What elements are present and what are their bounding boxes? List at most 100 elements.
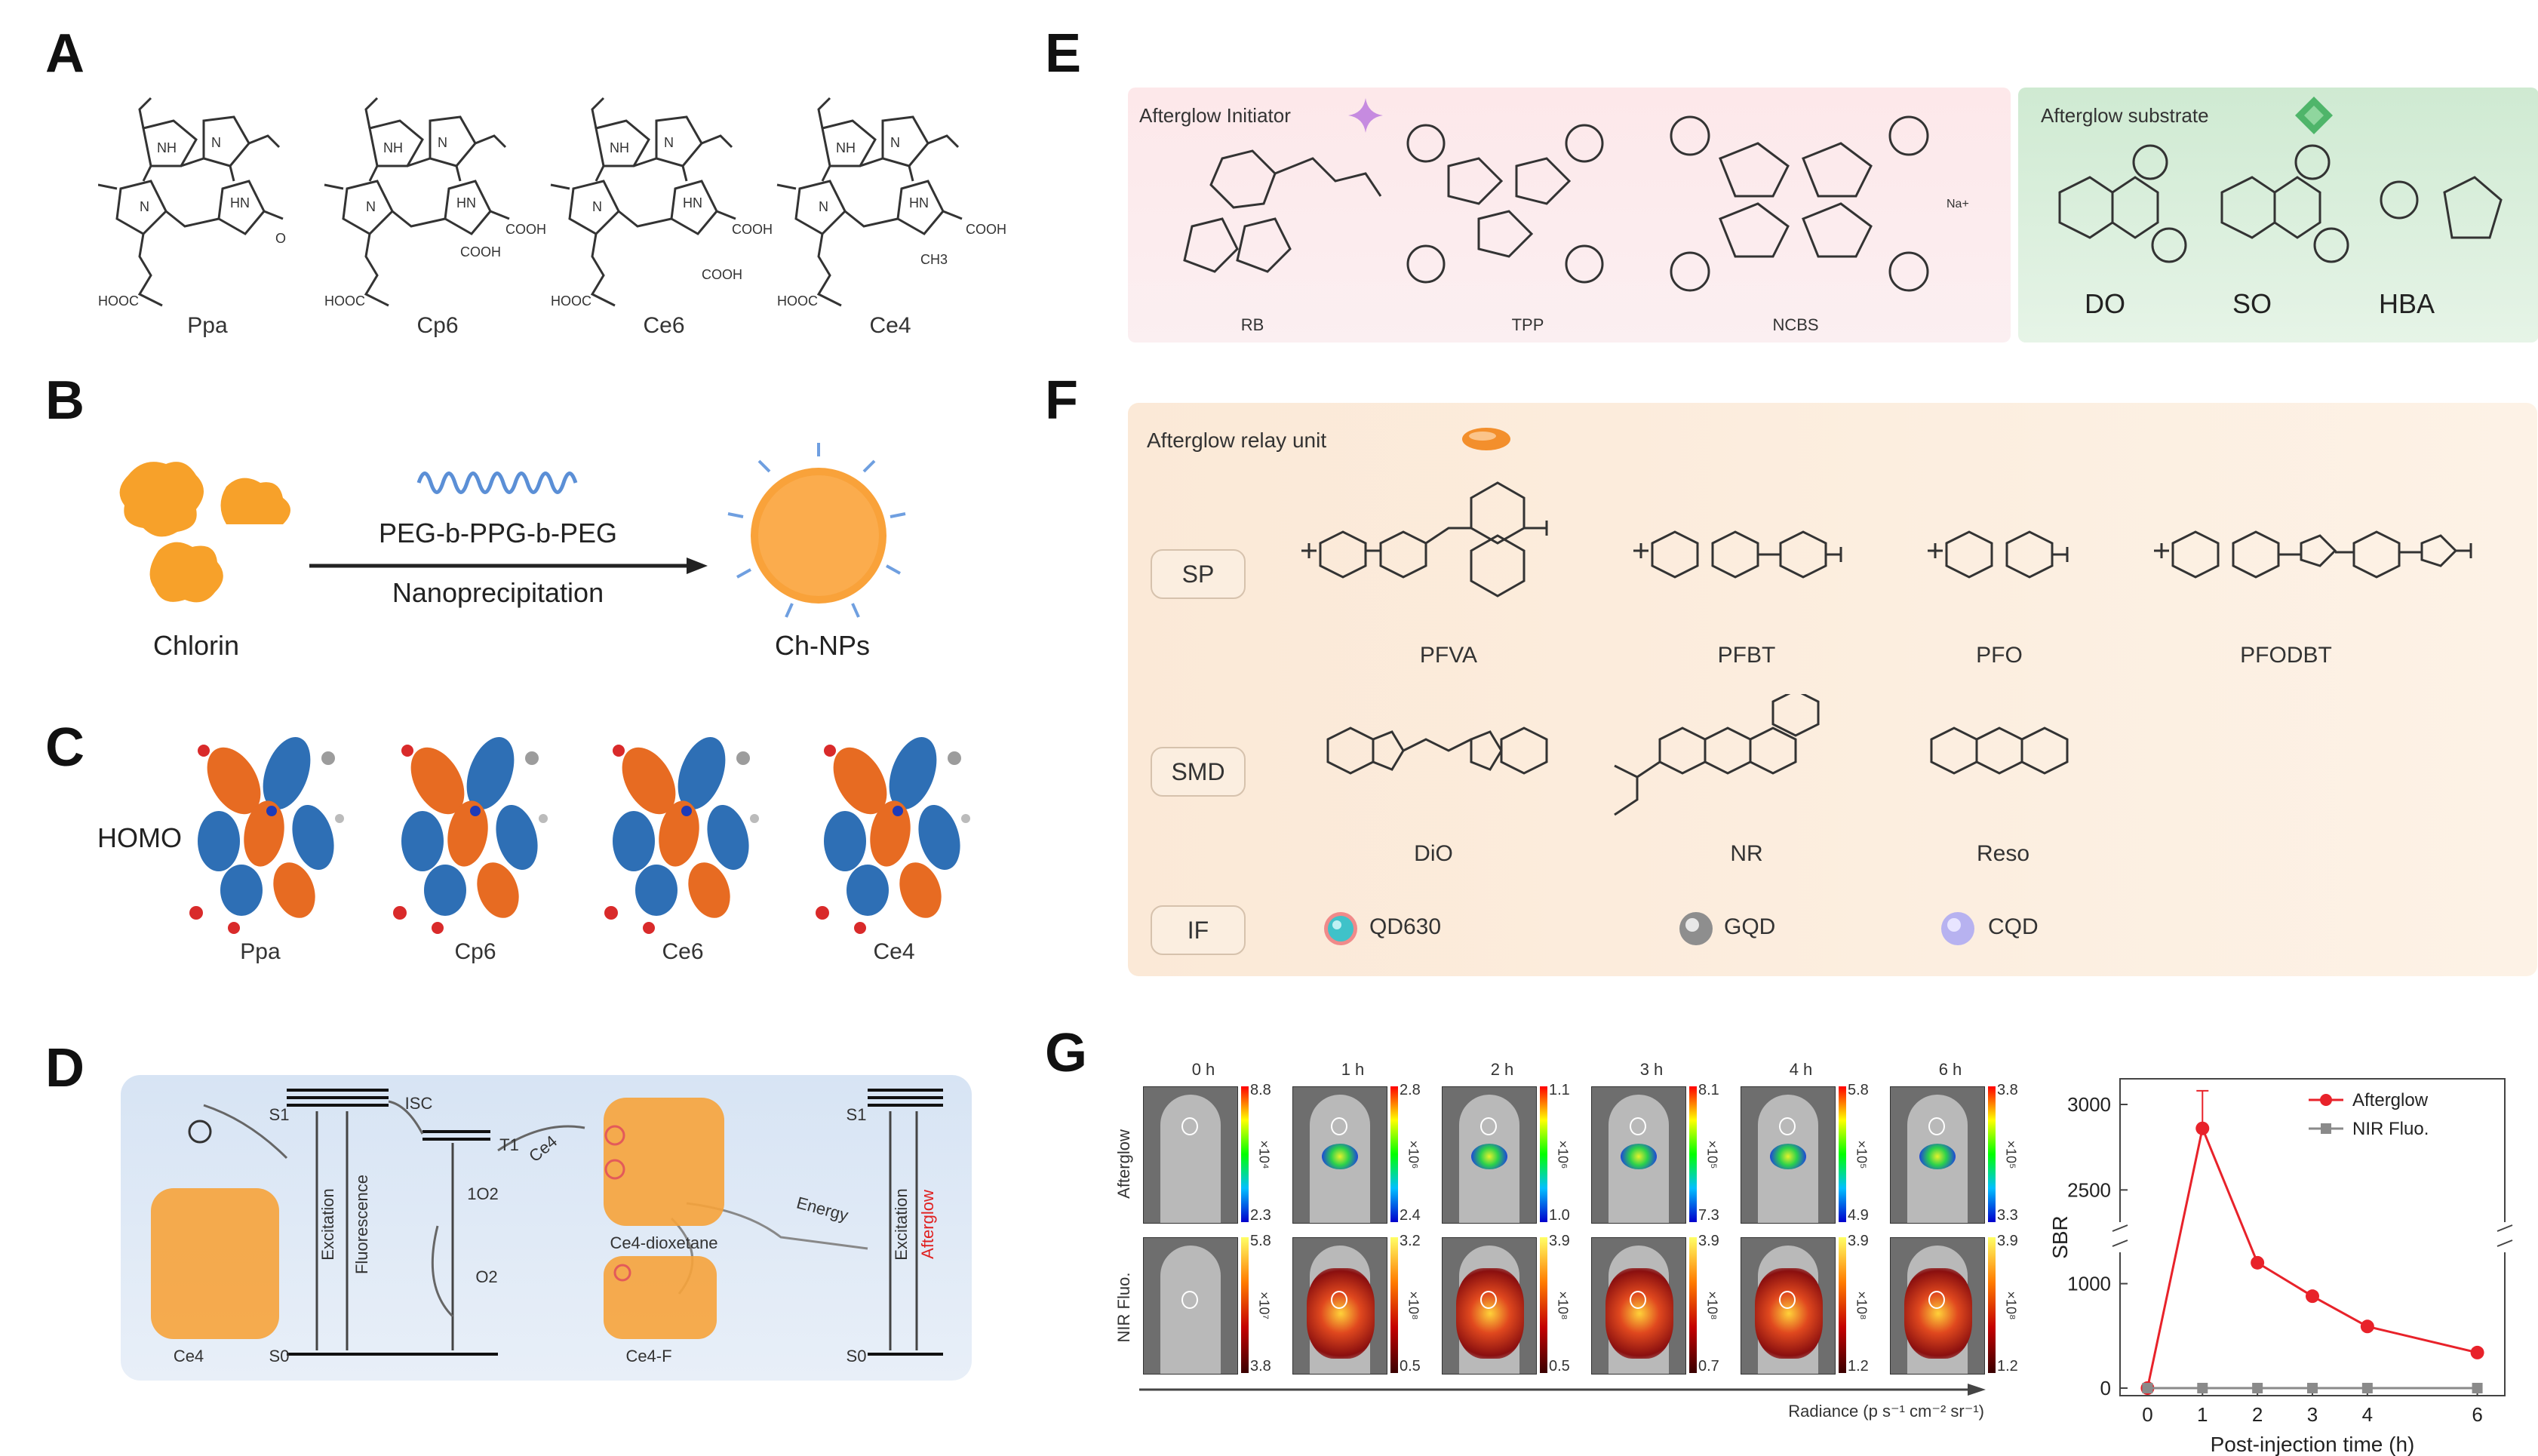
x-tick-label: 0	[2142, 1403, 2152, 1426]
color-scale-bar	[1540, 1237, 1547, 1373]
scale-exponent-label: ×10⁵	[2003, 1140, 2019, 1169]
initiator-ncbs: NCBS	[1772, 315, 1819, 334]
sp-pfva: PFVA	[1419, 643, 1478, 668]
chlorin-label: Chlorin	[152, 630, 240, 661]
panel-d-label: D	[45, 1038, 84, 1098]
if-cqd: CQD	[1988, 914, 2039, 939]
x-tick-label: 6	[2472, 1403, 2482, 1426]
substrate-so: SO	[2232, 288, 2272, 319]
svg-text:COOH: COOH	[505, 222, 546, 237]
data-point	[2197, 1383, 2208, 1393]
radiance-label: Radiance (p s⁻¹ cm⁻² sr⁻¹)	[1788, 1402, 1984, 1421]
svg-text:COOH: COOH	[732, 222, 773, 237]
legend-label: NIR Fluo.	[2352, 1119, 2429, 1139]
signal-hotspot	[1456, 1268, 1524, 1359]
mouse-silhouette	[1160, 1246, 1221, 1374]
mouse-image	[1442, 1086, 1537, 1224]
relay-tag-if: IF	[1151, 905, 1246, 955]
scale-max-label: 5.8	[1250, 1233, 1271, 1249]
scale-max-label: 3.9	[1549, 1233, 1570, 1249]
initiator-tpp: TPP	[1511, 315, 1544, 334]
relay-title: Afterglow relay unit	[1147, 429, 1327, 452]
excitation-label: Excitation	[318, 1188, 337, 1261]
svg-text:COOH: COOH	[966, 222, 1006, 237]
signal-hotspot	[1605, 1268, 1673, 1359]
color-scale-bar	[1241, 1237, 1249, 1373]
s1-label: S1	[269, 1105, 290, 1124]
scale-min-label: 1.2	[1848, 1358, 1869, 1375]
reagent-label: PEG-b-PPG-b-PEG	[378, 518, 618, 548]
data-point	[2470, 1345, 2484, 1359]
scale-min-label: 4.9	[1848, 1207, 1869, 1224]
relay-tag-smd: SMD	[1151, 747, 1246, 797]
orbital-name-cp6: Cp6	[454, 939, 496, 964]
initiator-title: Afterglow Initiator	[1139, 104, 1291, 127]
relay-capsule-icon	[1462, 428, 1510, 450]
mouse-image	[1292, 1086, 1387, 1224]
scale-min-label: 0.7	[1698, 1358, 1719, 1375]
sparkle-icon	[1348, 98, 1383, 133]
molecule-name-ce6: Ce6	[643, 313, 685, 338]
roi-circle	[1331, 1291, 1347, 1309]
svg-text:HOOC: HOOC	[551, 293, 591, 309]
cqd-dot-icon	[1941, 912, 1974, 945]
s0b-label: S0	[846, 1347, 867, 1365]
svg-text:COOH: COOH	[460, 244, 501, 260]
smd-dio: DiO	[1414, 841, 1453, 866]
gqd-dot-icon	[1679, 912, 1713, 945]
method-label: Nanoprecipitation	[392, 577, 604, 608]
svg-text:COOH: COOH	[702, 267, 742, 282]
scale-min-label: 2.3	[1250, 1207, 1271, 1224]
scale-max-label: 5.8	[1848, 1082, 1869, 1098]
scale-min-label: 1.2	[1997, 1358, 2018, 1375]
sp-pfodbt: PFODBT	[2240, 643, 2332, 668]
panel-a-structures: NH N N HN HOOC HOOC HOOC HOOC O COOH COO…	[98, 97, 1006, 309]
data-point	[2252, 1383, 2263, 1393]
initiator-rb: RB	[1240, 315, 1264, 334]
mouse-image	[1890, 1237, 1985, 1375]
row-label-nir: NIR Fluo.	[1114, 1272, 1133, 1343]
panel-b-label: B	[45, 370, 84, 431]
signal-hotspot	[1621, 1144, 1657, 1169]
dioxetane-label: Ce4-dioxetane	[610, 1233, 718, 1252]
if-gqd: GQD	[1724, 914, 1776, 939]
substrate-box	[2018, 88, 2538, 342]
roi-circle	[1928, 1117, 1945, 1135]
scale-exponent-label: ×10⁴	[1256, 1140, 1272, 1169]
qd630-dot-icon	[1324, 912, 1357, 945]
scale-max-label: 1.1	[1549, 1082, 1570, 1098]
scale-max-label: 8.8	[1250, 1082, 1271, 1098]
oxygen-label: O2	[475, 1267, 498, 1286]
reaction-arrow-icon	[309, 558, 708, 574]
scale-max-label: 3.8	[1997, 1082, 2018, 1098]
time-label: 3 h	[1639, 1060, 1664, 1079]
isc-label: ISC	[404, 1094, 433, 1113]
t1-label: T1	[499, 1135, 519, 1154]
scale-max-label: 3.9	[1848, 1233, 1869, 1249]
roi-circle	[1630, 1291, 1646, 1309]
x-tick-label: 1	[2197, 1403, 2208, 1426]
homo-orbitals	[189, 730, 970, 934]
s0-label: S0	[269, 1347, 290, 1365]
scale-min-label: 7.3	[1698, 1207, 1719, 1224]
smd-reso: Reso	[1976, 841, 2030, 866]
legend-marker	[2320, 1094, 2332, 1106]
scale-exponent-label: ×10⁶	[1555, 1140, 1571, 1169]
signal-hotspot	[1307, 1268, 1375, 1359]
roi-circle	[1181, 1117, 1198, 1135]
afterglow-label: Afterglow	[918, 1190, 937, 1259]
scale-exponent-label: ×10⁸	[1406, 1291, 1421, 1320]
substrate-structures	[2058, 144, 2503, 263]
mouse-image	[1143, 1237, 1238, 1375]
ce4f-label: Ce4-F	[625, 1347, 672, 1365]
roi-circle	[1630, 1117, 1646, 1135]
data-point	[2361, 1383, 2373, 1393]
color-scale-bar	[1988, 1086, 1996, 1222]
mouse-image	[1292, 1237, 1387, 1375]
color-scale-bar	[1390, 1086, 1398, 1222]
diamond-icon	[2295, 97, 2333, 134]
signal-hotspot	[1755, 1268, 1823, 1359]
relay-tag-sp: SP	[1151, 549, 1246, 599]
mouse-image	[1741, 1086, 1836, 1224]
jablonski-diagram	[151, 1089, 943, 1356]
